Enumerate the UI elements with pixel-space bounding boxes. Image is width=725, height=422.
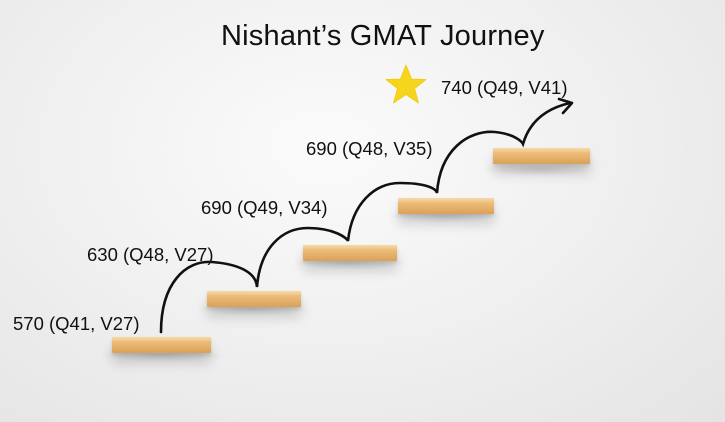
step-label-1: 570 (Q41, V27) (13, 313, 140, 334)
step-shelf-4 (398, 198, 494, 214)
step-label-2: 630 (Q48, V27) (87, 244, 214, 265)
step-shelf-2 (207, 291, 301, 307)
step-label-5: 740 (Q49, V41) (441, 77, 568, 98)
star-icon (385, 64, 427, 104)
journey-line (159, 101, 572, 334)
step-label-3: 690 (Q49, V34) (201, 197, 328, 218)
arrow-head-icon (557, 97, 574, 115)
step-shelf-5 (493, 148, 590, 164)
shelf-shadow (482, 162, 596, 176)
step-label-4: 690 (Q48, V35) (306, 138, 433, 159)
step-shelf-3 (303, 245, 397, 261)
slide-title: Nishant’s GMAT Journey (221, 20, 545, 52)
step-shelf-1 (112, 337, 211, 353)
